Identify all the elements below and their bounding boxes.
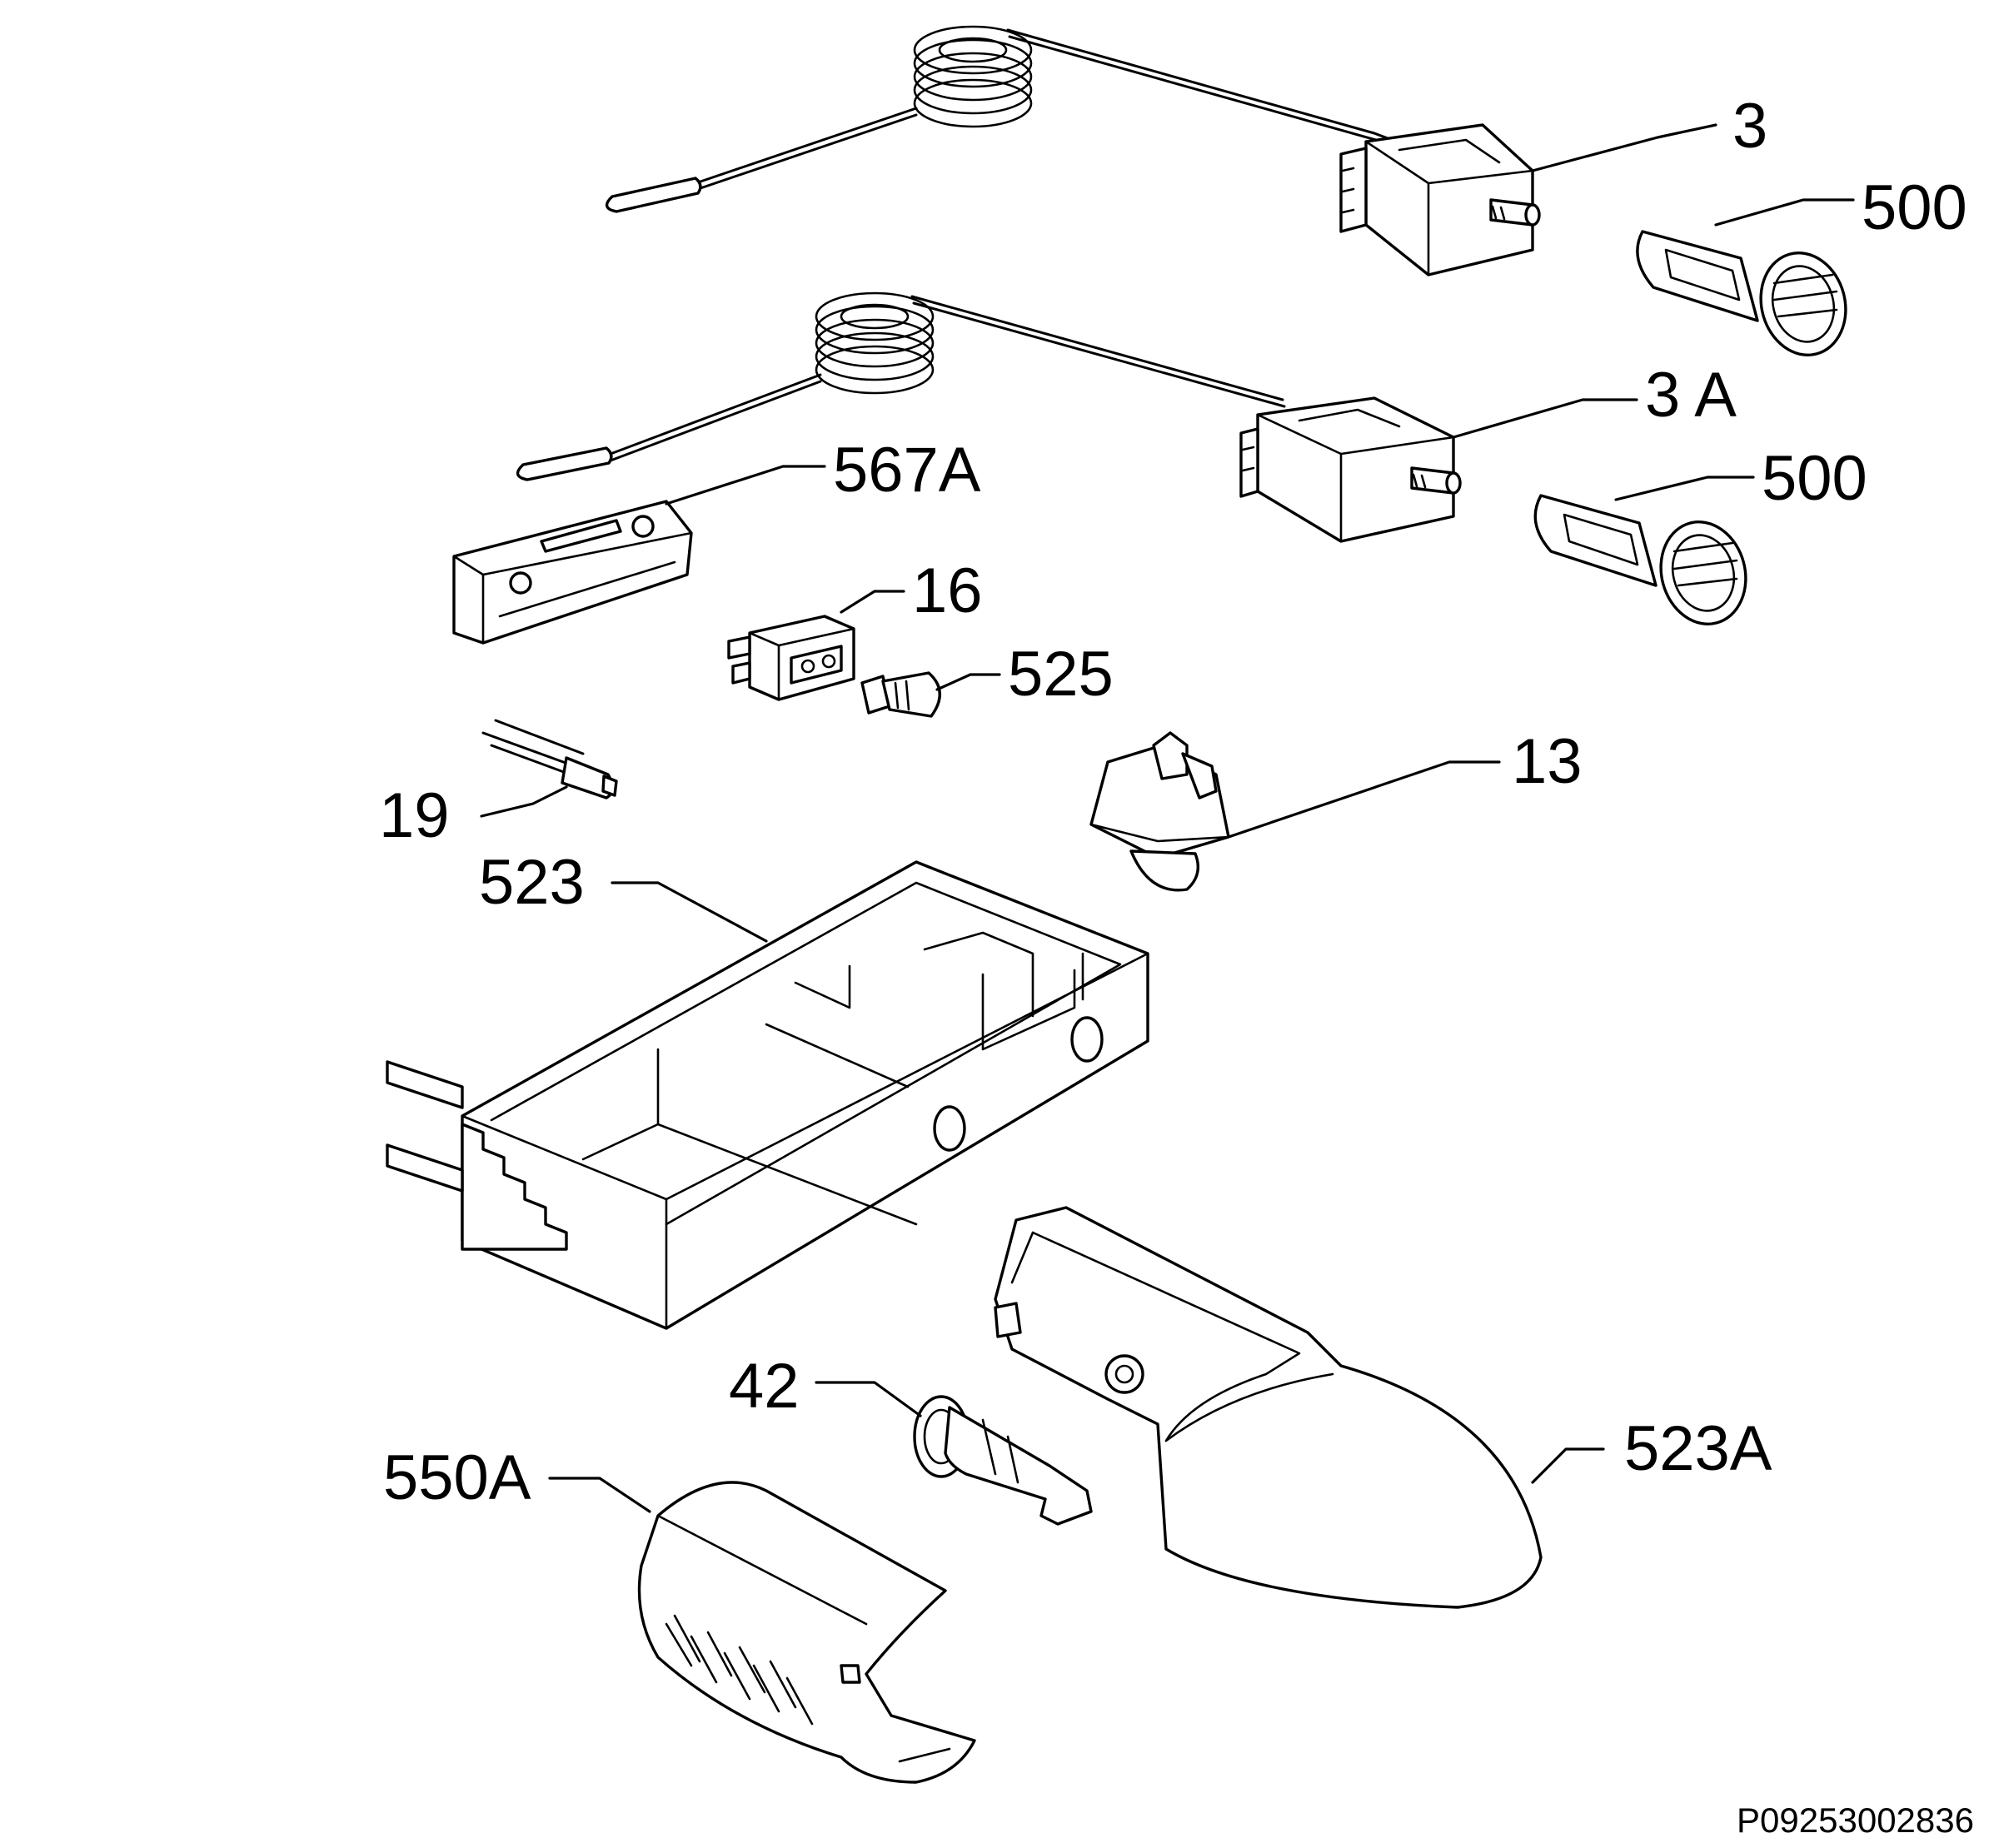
housing-cover	[994, 1206, 1543, 1609]
callout-3: 3	[1732, 91, 1767, 162]
callout-567a: 567A	[833, 435, 981, 506]
drawing-code: P09253002836	[1737, 1801, 1974, 1840]
callout-42: 42	[729, 1351, 800, 1422]
capillary-coil-second	[815, 291, 935, 395]
capillary-coil-top	[913, 25, 1033, 128]
lamp-holder	[481, 719, 618, 799]
callout-13: 13	[1512, 726, 1583, 797]
leader-lines	[480, 123, 1855, 1513]
sensor-probe-second	[516, 446, 613, 481]
callout-19: 19	[379, 780, 450, 851]
callout-labels: 3 500 3 A 500 567A 16 525 13 19 523 42 5…	[379, 91, 1967, 1513]
callout-500-top: 500	[1862, 172, 1967, 243]
callout-525: 525	[1008, 639, 1114, 710]
thermostat-second	[516, 291, 1462, 543]
thermostat-body-top	[1364, 123, 1534, 276]
callout-523a: 523A	[1624, 1413, 1772, 1484]
knob-top	[1636, 230, 1847, 356]
callout-500-second: 500	[1762, 443, 1867, 514]
control-housing	[386, 860, 1149, 1330]
callout-550a: 550A	[383, 1442, 531, 1513]
knob-second	[1533, 494, 1747, 625]
door-switch	[1089, 731, 1230, 892]
callout-523: 523	[479, 847, 585, 918]
callout-16: 16	[912, 555, 983, 626]
sensor-probe-top	[605, 177, 702, 213]
thermostat-top	[605, 25, 1541, 276]
bulb	[860, 671, 941, 718]
bracket	[452, 500, 693, 645]
socket	[913, 1395, 1093, 1526]
switch	[727, 615, 855, 701]
lamp-cover	[637, 1481, 976, 1784]
callout-3a: 3 A	[1645, 360, 1737, 431]
